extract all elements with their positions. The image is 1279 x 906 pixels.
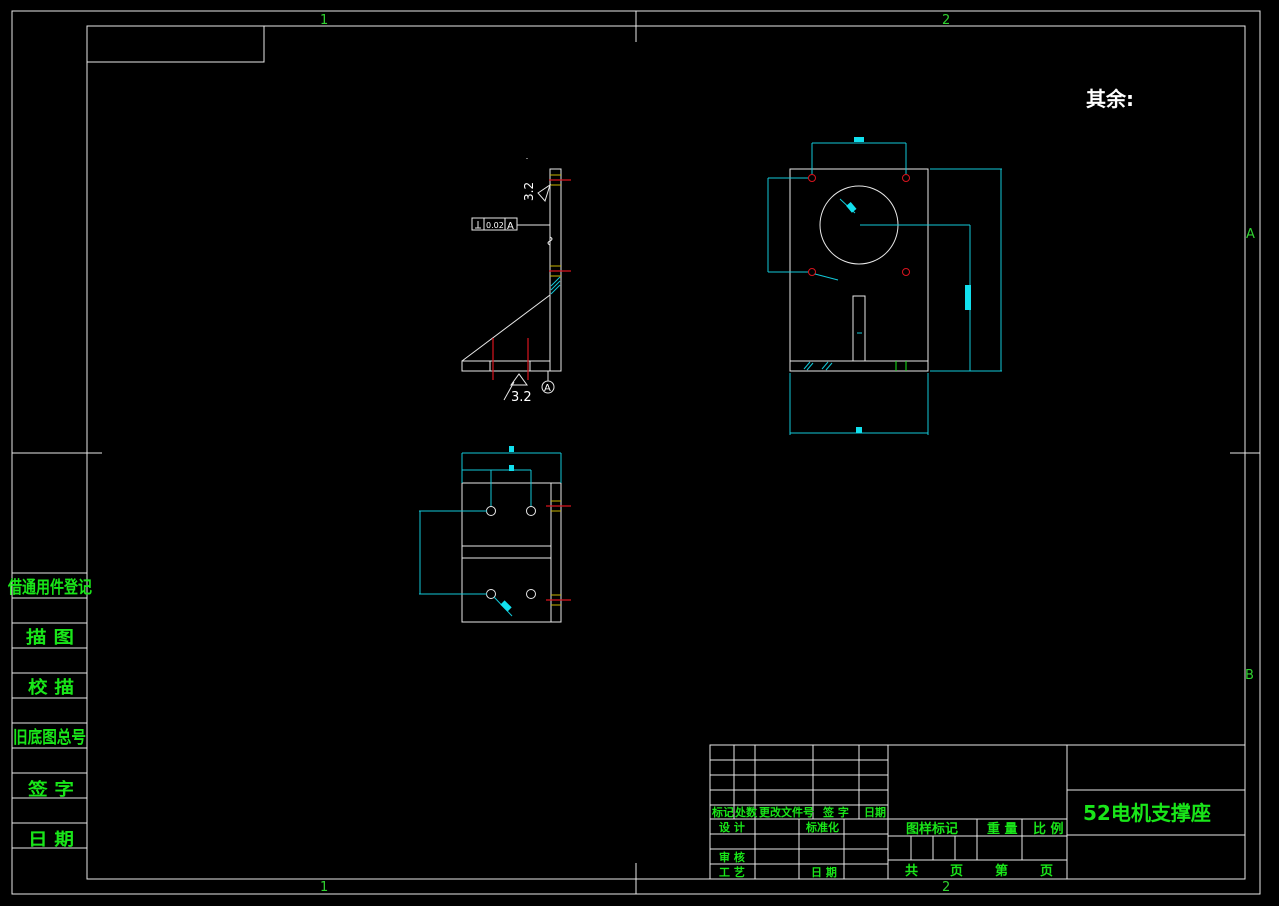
zone-top-1: 1: [320, 13, 328, 28]
flatness-value: 0.02: [486, 221, 504, 230]
plan-view: [419, 446, 571, 623]
rev-header-change-doc: 更改文件号: [759, 805, 814, 819]
label-total: 共: [905, 863, 918, 879]
label-date: 日 期: [811, 865, 837, 879]
label-page-unit: 页: [1040, 864, 1053, 879]
zone-bottom-1: 1: [320, 880, 328, 895]
roughness-bottom: 3.2: [511, 390, 532, 405]
zone-top-2: 2: [942, 13, 950, 28]
label-design: 设 计: [719, 820, 745, 834]
label-sheets: 页: [950, 864, 963, 879]
rev-header-date: 日期: [864, 805, 886, 819]
front-view: [767, 137, 1002, 435]
rev-header-mark: 标记: [711, 805, 734, 819]
side-label-old-drawing-no: 旧底图总号: [13, 727, 86, 748]
remaining-roughness-note: 其余:: [1086, 87, 1134, 111]
side-label-tracing: 描 图: [26, 627, 74, 648]
label-page: 第: [995, 863, 1008, 879]
side-label-signature: 签 字: [27, 779, 74, 800]
label-scale: 比 例: [1033, 821, 1064, 837]
flatness-datum: A: [507, 221, 514, 232]
side-view: 0.02 A A: [461, 158, 571, 401]
side-label-register: 借通用件登记: [7, 577, 92, 598]
title-block-grid: [709, 744, 1246, 880]
label-weight: 重 量: [987, 821, 1018, 837]
zone-right-b: B: [1245, 668, 1254, 683]
label-review: 审 核: [719, 850, 745, 864]
datum-label: A: [544, 383, 551, 394]
label-standardization: 标准化: [805, 820, 839, 834]
roughness-top: 3.2: [522, 182, 536, 201]
side-table: [12, 572, 87, 849]
rev-header-count: 处数: [734, 805, 758, 819]
rev-header-sign: 签 字: [822, 805, 849, 819]
drawing-title: 52电机支撑座: [1083, 801, 1211, 825]
zone-bottom-2: 2: [942, 880, 950, 895]
zone-right-a: A: [1246, 227, 1255, 242]
side-label-date: 日 期: [28, 830, 74, 850]
sheet-border: [11, 10, 1261, 895]
label-stage-mark: 图样标记: [906, 821, 958, 837]
side-label-check-tracing: 校 描: [28, 677, 74, 698]
label-process: 工 艺: [719, 865, 745, 879]
